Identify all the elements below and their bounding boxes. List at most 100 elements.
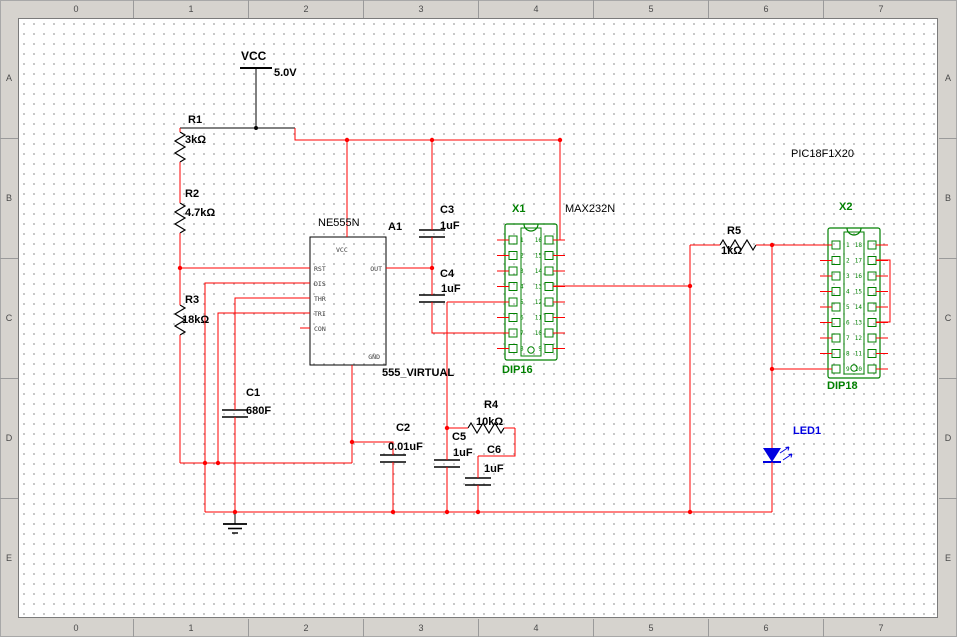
- frame-zone-divider: [939, 138, 957, 139]
- c4-value-label[interactable]: 1uF: [441, 283, 461, 295]
- a1-footprint-label[interactable]: 555_VIRTUAL: [382, 367, 455, 379]
- c2-value-label[interactable]: 0.01uF: [388, 441, 423, 453]
- frame-zone-divider: [593, 0, 594, 18]
- x1-refdes-label[interactable]: X1: [512, 203, 526, 215]
- c6-refdes-label[interactable]: C6: [487, 444, 502, 456]
- x1-pin-number: 9: [538, 346, 542, 353]
- c3-refdes-label[interactable]: C3: [440, 204, 455, 216]
- frame-zone-divider: [708, 619, 709, 637]
- x2-pin-number: 14: [855, 304, 863, 311]
- x1-pin-number: 11: [535, 315, 543, 322]
- capacitor-c1-symbol[interactable]: [222, 409, 248, 418]
- a1-refdes-label[interactable]: A1: [388, 221, 403, 233]
- vcc-power-symbol[interactable]: [240, 67, 272, 128]
- c1-refdes-label[interactable]: C1: [246, 387, 261, 399]
- wire-layer[interactable]: [179, 128, 891, 513]
- junction-dots: [177, 137, 775, 515]
- x2-pin-number: 1: [846, 242, 850, 249]
- r3-value-label[interactable]: 18kΩ: [182, 314, 210, 326]
- x2-pin-number: 6: [846, 320, 850, 327]
- x2-refdes-label[interactable]: X2: [839, 201, 853, 213]
- r5-refdes-label[interactable]: R5: [727, 225, 742, 237]
- frame-zone-label: 1: [188, 4, 194, 14]
- resistor-r5-symbol[interactable]: [719, 238, 757, 252]
- x2-socket-outline[interactable]: [827, 227, 881, 379]
- capacitor-c5-symbol[interactable]: [434, 459, 460, 468]
- led1-refdes-label[interactable]: LED1: [793, 425, 822, 437]
- r1-value-label[interactable]: 3kΩ: [185, 134, 207, 146]
- led1-symbol[interactable]: [763, 446, 793, 463]
- x2-package-label[interactable]: DIP18: [827, 380, 858, 392]
- c2-refdes-label[interactable]: C2: [396, 422, 411, 434]
- r4-value-label[interactable]: 10kΩ: [476, 416, 504, 428]
- frame-zone-label: D: [5, 433, 13, 443]
- r1-refdes-label[interactable]: R1: [188, 114, 203, 126]
- frame-zone-label: 7: [878, 623, 884, 633]
- frame-zone-divider: [0, 498, 18, 499]
- schematic-sheet[interactable]: [18, 18, 938, 618]
- a1-part-label[interactable]: NE555N: [318, 217, 360, 229]
- frame-zone-label: 7: [878, 4, 884, 14]
- x1-pin-number: 2: [520, 253, 524, 260]
- x1-pin-number: 1: [520, 237, 524, 244]
- frame-zone-label: 5: [648, 4, 654, 14]
- frame-zone-label: 2: [303, 4, 309, 14]
- r3-refdes-label[interactable]: R3: [185, 294, 200, 306]
- capacitor-c4-symbol[interactable]: [419, 294, 445, 303]
- x2-pin-number: 8: [846, 351, 850, 358]
- resistor-r2-symbol[interactable]: [173, 202, 187, 234]
- c6-value-label[interactable]: 1uF: [484, 463, 504, 475]
- frame-zone-divider: [478, 619, 479, 637]
- frame-zone-divider: [133, 0, 134, 18]
- capacitor-c2-symbol[interactable]: [380, 454, 406, 463]
- x1-socket-outline[interactable]: [504, 223, 558, 361]
- r2-refdes-label[interactable]: R2: [185, 188, 200, 200]
- c1-value-label[interactable]: 680F: [246, 405, 272, 417]
- frame-zone-divider: [939, 498, 957, 499]
- ground-symbol[interactable]: [223, 512, 247, 534]
- a1-pin-label-rst: RST: [314, 265, 326, 273]
- frame-zone-divider: [133, 619, 134, 637]
- frame-zone-label: 2: [303, 623, 309, 633]
- frame-zone-label: 3: [418, 623, 424, 633]
- c4-refdes-label[interactable]: C4: [440, 268, 455, 280]
- junction-dot: [254, 126, 258, 130]
- x1-pin-number: 7: [520, 330, 524, 337]
- c5-refdes-label[interactable]: C5: [452, 431, 467, 443]
- frame-zone-label: B: [944, 193, 951, 203]
- r2-value-label[interactable]: 4.7kΩ: [185, 207, 216, 219]
- x1-pin-number: 4: [520, 284, 524, 291]
- frame-zone-label: 0: [73, 623, 79, 633]
- r4-refdes-label[interactable]: R4: [484, 399, 499, 411]
- x1-pin-number: 13: [535, 284, 543, 291]
- x2-pin-number: 11: [855, 351, 863, 358]
- resistor-r1-symbol[interactable]: [173, 131, 187, 163]
- capacitor-c6-symbol[interactable]: [465, 477, 491, 486]
- timer-a1-symbol[interactable]: VCC RST DIS THR TRI CON OUT GND: [309, 236, 387, 366]
- frame-zone-label: 3: [418, 4, 424, 14]
- frame-zone-divider: [593, 619, 594, 637]
- resistor-r4-symbol[interactable]: [467, 421, 505, 435]
- frame-zone-label: 4: [533, 4, 539, 14]
- resistor-r3-symbol[interactable]: [173, 304, 187, 336]
- x2-pin-number: 12: [855, 335, 863, 342]
- x1-pin-number: 15: [535, 253, 543, 260]
- x1-package-label[interactable]: DIP16: [502, 364, 533, 376]
- x2-part-label[interactable]: PIC18F1X20: [791, 148, 854, 160]
- r5-value-label[interactable]: 1kΩ: [721, 245, 743, 257]
- x2-pin-number: 13: [855, 320, 863, 327]
- c3-value-label[interactable]: 1uF: [440, 220, 460, 232]
- frame-zone-divider: [823, 619, 824, 637]
- frame-zone-divider: [939, 378, 957, 379]
- x1-part-label[interactable]: MAX232N: [565, 203, 616, 215]
- x1-pin-number: 3: [520, 268, 524, 275]
- c5-value-label[interactable]: 1uF: [453, 447, 473, 459]
- vcc-label[interactable]: VCC: [241, 49, 267, 63]
- x2-pin-number: 7: [846, 335, 850, 342]
- led1-emission-arrows: [779, 446, 793, 461]
- vcc-value-label[interactable]: 5.0V: [274, 67, 297, 79]
